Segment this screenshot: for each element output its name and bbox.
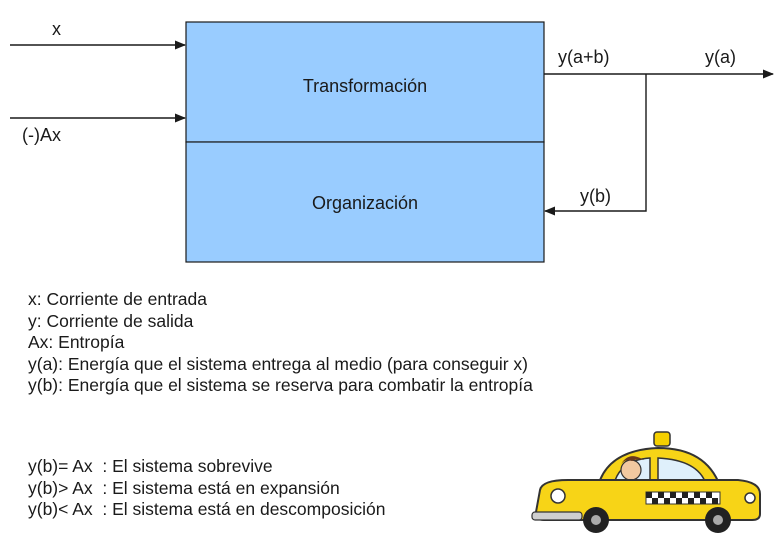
legend-item: x: Corriente de entrada xyxy=(28,289,207,309)
output-environment-label: y(a) xyxy=(705,47,736,67)
legend-item: y(b): Energía que el sistema se reserva … xyxy=(28,375,533,395)
transformation-label: Transformación xyxy=(302,76,428,96)
organization-label: Organización xyxy=(311,193,419,213)
legend-item: y(a): Energía que el sistema entrega al … xyxy=(28,353,528,374)
input-x-label: x xyxy=(52,19,61,39)
output-total-label: y(a+b) xyxy=(558,47,610,67)
legend: x: Corriente de entrada y: Corriente de … xyxy=(28,289,533,397)
feedback-label: y(b) xyxy=(580,186,611,206)
rule-item: y(b)= Ax : El sistema sobrevive xyxy=(28,456,273,476)
transformation-block xyxy=(185,21,545,143)
rules-list: y(b)= Ax : El sistema sobrevive y(b)> Ax… xyxy=(28,456,385,521)
legend-item: y: Corriente de salida xyxy=(28,310,194,331)
organization-block xyxy=(185,141,545,263)
rule-item: y(b)> Ax : El sistema está en expansión xyxy=(28,477,340,498)
input-entropy-label: (-)Ax xyxy=(22,125,61,145)
rule-item: y(b)< Ax : El sistema está en descomposi… xyxy=(28,499,386,519)
feedback-loop xyxy=(543,74,647,216)
legend-item: Ax: Entropía xyxy=(28,332,125,352)
taxi-cartoon-icon xyxy=(528,428,768,533)
